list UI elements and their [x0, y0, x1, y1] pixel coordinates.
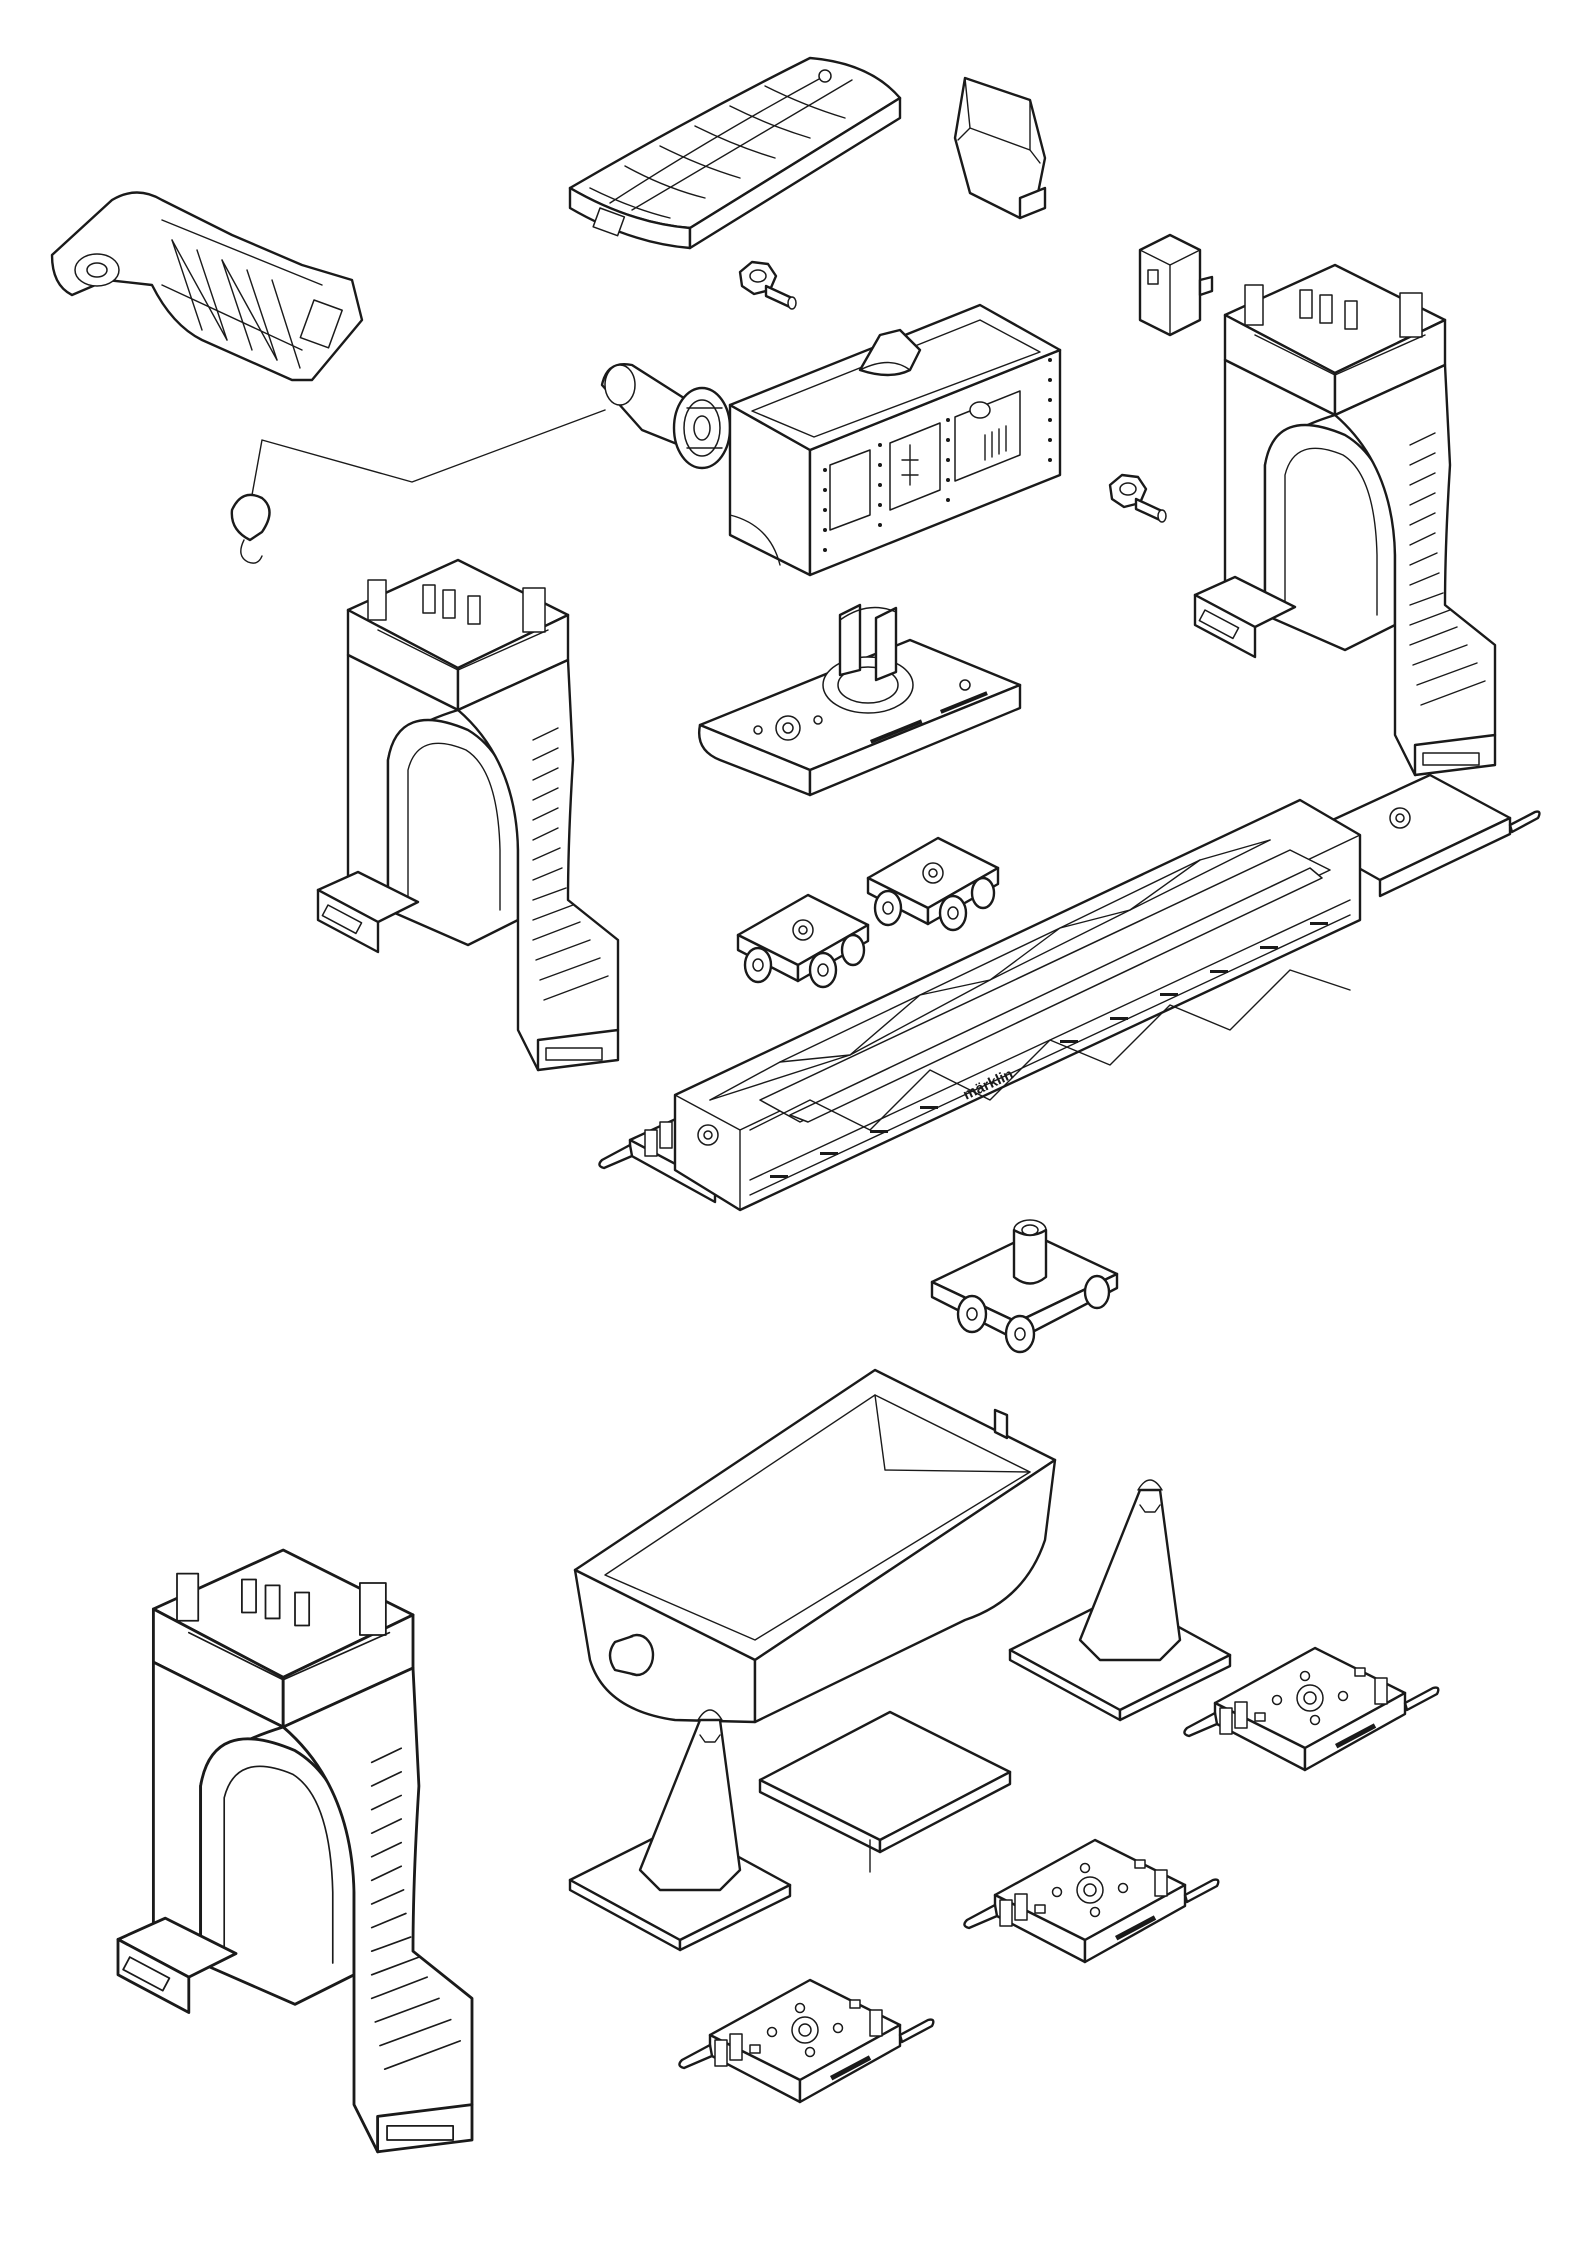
part-roof [570, 58, 900, 248]
part-plate [760, 1712, 1010, 1872]
part-pylon-front [118, 1550, 472, 2152]
part-crane-cab [730, 305, 1060, 575]
part-stand-2 [570, 1710, 790, 1950]
part-turntable-base [699, 605, 1020, 795]
part-bogie-2 [738, 895, 868, 987]
part-rail-clip-3 [679, 1980, 933, 2102]
part-hopper [575, 1370, 1055, 1722]
part-end-block [1140, 235, 1212, 335]
part-bogie-3 [932, 1220, 1117, 1352]
part-pylon-right [1195, 265, 1495, 775]
part-crane-arm [52, 193, 362, 381]
part-knob-2 [1110, 475, 1166, 522]
part-side-clip [955, 78, 1045, 218]
part-pylon-left [318, 560, 618, 1070]
part-bridge-girder: märklin [599, 775, 1539, 1210]
part-bogie-1 [868, 838, 998, 930]
part-rail-clip-2 [964, 1840, 1218, 1962]
part-knob-1 [740, 262, 796, 309]
part-winch-drum [232, 364, 730, 563]
